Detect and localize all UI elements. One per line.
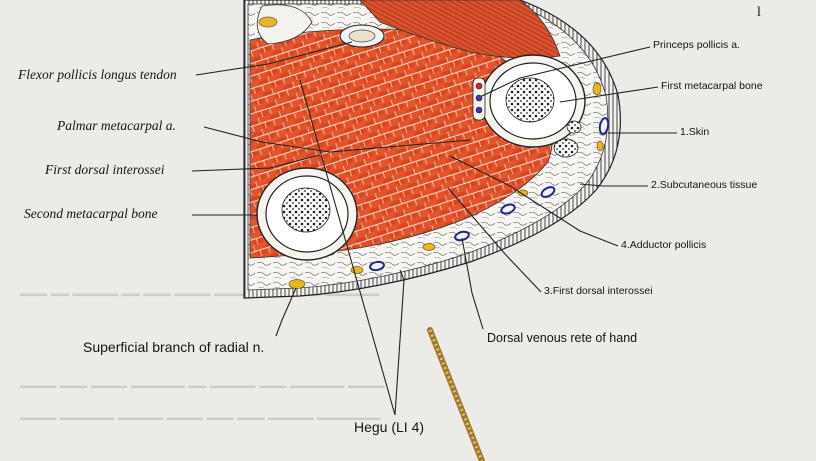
label-subcutaneous-tissue: 2.Subcutaneous tissue xyxy=(651,180,757,191)
label-first-dorsal-interossei-left: First dorsal interossei xyxy=(45,163,165,177)
label-skin: 1.Skin xyxy=(680,127,709,138)
label-adductor-pollicis: 4.Adductor pollicis xyxy=(621,240,706,251)
label-first-dorsal-interossei-right: 3.First dorsal interossei xyxy=(544,286,653,297)
label-superficial-branch-radial-n: Superficial branch of radial n. xyxy=(83,340,264,354)
label-second-metacarpal-bone: Second metacarpal bone xyxy=(24,207,157,221)
label-dorsal-venous-rete: Dorsal venous rete of hand xyxy=(487,332,637,345)
corner-mark: l xyxy=(757,6,761,20)
label-palmar-metacarpal-a: Palmar metacarpal a. xyxy=(57,119,176,133)
second-metacarpal-bone xyxy=(257,168,357,260)
acupuncture-needle xyxy=(430,330,482,461)
label-hegu: Hegu (LI 4) xyxy=(354,420,424,434)
princeps-pollicis-vessels xyxy=(473,78,485,120)
label-flexor-pollicis-longus-tendon: Flexor pollicis longus tendon xyxy=(18,68,177,82)
vessel-bundle xyxy=(554,139,578,157)
label-princeps-pollicis-a: Princeps pollicis a. xyxy=(653,40,740,51)
label-first-metacarpal-bone: First metacarpal bone xyxy=(661,81,763,92)
